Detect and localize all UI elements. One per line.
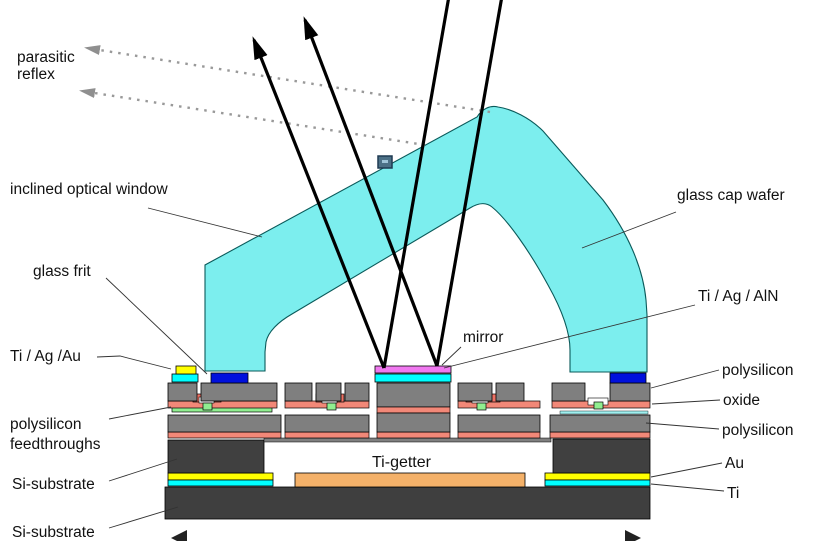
edge-marker-inner xyxy=(382,160,388,163)
mirror-polysilicon-body xyxy=(376,382,451,408)
label-parasitic-reflex-line2: reflex xyxy=(17,66,55,83)
label-glass-cap-wafer: glass cap wafer xyxy=(677,187,785,204)
mirror-plate xyxy=(374,365,452,433)
parasitic-ray-upper xyxy=(84,45,491,114)
label-polysilicon-top: polysilicon xyxy=(722,362,794,379)
polysilicon-top-block xyxy=(457,382,493,402)
dimension-arrowhead-right xyxy=(625,530,641,541)
label-si-substrate-upper: Si-substrate xyxy=(12,476,95,493)
mirror-metal-layer xyxy=(374,365,452,374)
feedthrough-contact xyxy=(326,402,337,411)
polysilicon-top-block xyxy=(167,382,198,402)
glass-frit-right xyxy=(609,372,647,384)
thin-film-line xyxy=(559,410,649,415)
polysilicon-top-block xyxy=(315,382,342,402)
leader-polysilicon-top xyxy=(650,369,720,389)
oxide-bottom xyxy=(167,431,282,439)
label-glass-frit: glass frit xyxy=(33,263,91,280)
polysilicon-lower-block xyxy=(167,414,282,433)
dimension-arrowhead-left xyxy=(171,530,187,541)
label-feedthroughs-line1: polysilicon xyxy=(10,416,82,433)
feedthrough-contact xyxy=(476,402,487,411)
oxide-bottom xyxy=(376,431,451,439)
leader-polysilicon-bottom xyxy=(645,422,720,430)
si-substrate-upper-left xyxy=(167,439,265,474)
polysilicon-top-block xyxy=(551,382,586,402)
label-ti-getter: Ti-getter xyxy=(372,454,432,471)
leader-ti-ag-aln xyxy=(443,304,696,369)
leader-lines xyxy=(96,207,725,529)
leader-inclined-window xyxy=(147,207,263,238)
leader-glass-cap-wafer xyxy=(581,211,677,249)
mirror-lower-poly xyxy=(376,412,451,433)
feedthrough-contact xyxy=(593,401,604,410)
polysilicon-top-block xyxy=(344,382,370,402)
pad-aqua-layer xyxy=(171,373,199,383)
mirror-aqua-layer xyxy=(374,373,452,383)
polysilicon-lower-block xyxy=(457,414,541,433)
beam-reflected-left xyxy=(382,0,450,369)
feedthrough-contact xyxy=(202,402,213,411)
si-substrate-lower-slab xyxy=(164,486,651,520)
bottom-dimension-arrow xyxy=(171,530,641,541)
label-oxide: oxide xyxy=(723,392,760,409)
ti-getter-block xyxy=(294,472,526,488)
polysilicon-lower-block xyxy=(549,414,651,433)
device-stack xyxy=(164,365,651,520)
label-ti-ag-aln: Ti / Ag / AlN xyxy=(698,288,778,305)
glass-frit-left xyxy=(210,372,249,384)
ti-layer-right xyxy=(544,479,651,487)
ti-layer-left xyxy=(167,479,274,487)
si-substrate-upper-right xyxy=(552,438,651,474)
leader-ti-ag-au xyxy=(96,355,172,370)
edge-marker-handle[interactable] xyxy=(377,155,393,169)
leader-mirror xyxy=(441,346,462,366)
leader-ti xyxy=(650,483,725,492)
polysilicon-lower-block xyxy=(284,414,370,433)
membrane-bottom-strip xyxy=(263,437,552,443)
leader-si-substrate-lower xyxy=(108,506,179,529)
mirror-oxide xyxy=(376,406,451,414)
label-inclined-optical-window: inclined optical window xyxy=(10,181,168,198)
oxide-layer xyxy=(167,400,278,409)
au-layer-right xyxy=(544,472,651,481)
leader-feedthroughs xyxy=(108,406,172,420)
glass-cap-wafer-shape xyxy=(204,105,648,373)
label-mirror: mirror xyxy=(463,329,503,346)
leader-oxide xyxy=(651,399,721,405)
leader-glass-frit xyxy=(105,277,208,375)
polysilicon-top-block xyxy=(200,382,278,402)
label-polysilicon-bottom: polysilicon xyxy=(722,422,794,439)
beam-incident-left xyxy=(252,36,386,369)
leader-si-substrate-upper xyxy=(108,458,178,482)
label-au: Au xyxy=(725,455,744,472)
pad-gold-layer xyxy=(175,365,197,375)
label-si-substrate-lower: Si-substrate xyxy=(12,524,95,541)
oxide-bottom xyxy=(549,431,651,439)
label-ti: Ti xyxy=(727,485,739,502)
bond-pad-left xyxy=(171,365,199,383)
polysilicon-top-block xyxy=(609,382,651,402)
label-ti-ag-au: Ti / Ag /Au xyxy=(10,348,81,365)
parasitic-ray-lower xyxy=(79,88,426,147)
beam-incident-right xyxy=(303,16,439,367)
polysilicon-top-block xyxy=(284,382,313,402)
labels: parasitic reflex inclined optical window… xyxy=(10,49,794,541)
leader-au xyxy=(650,462,723,478)
label-parasitic-reflex-line1: parasitic xyxy=(17,49,75,66)
oxide-bottom xyxy=(284,431,370,439)
oxide-bottom xyxy=(457,431,541,439)
beam-reflected-right xyxy=(435,0,503,367)
polysilicon-top-block xyxy=(495,382,525,402)
au-layer-left xyxy=(167,472,274,481)
label-feedthroughs-line2: feedthroughs xyxy=(10,436,101,453)
